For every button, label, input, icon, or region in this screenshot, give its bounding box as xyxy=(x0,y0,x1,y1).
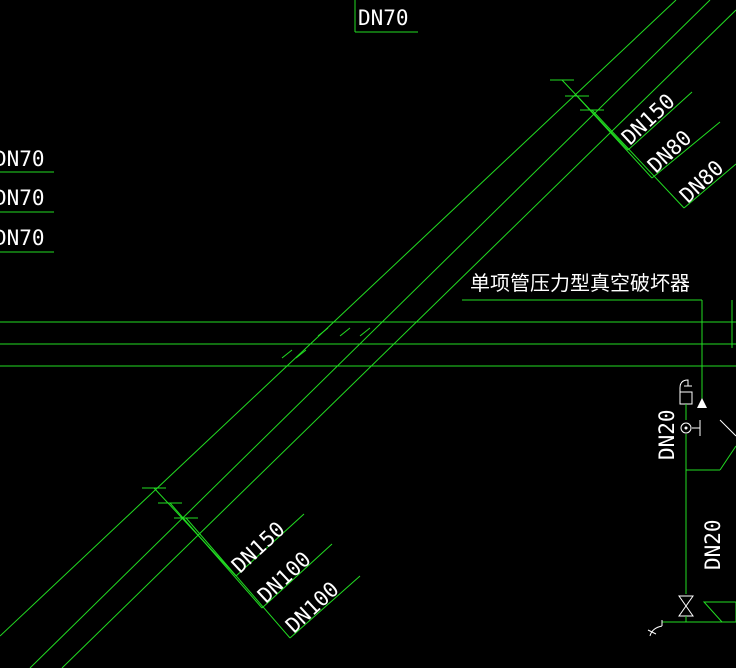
break-mark xyxy=(295,349,307,359)
riser-pipe-assembly: DN20 DN20 xyxy=(647,379,736,637)
vacuum-breaker-icon xyxy=(679,379,692,398)
leader-line xyxy=(627,91,693,151)
break-mark xyxy=(359,327,371,337)
union-fitting-dot-icon xyxy=(684,426,688,430)
vacuum-breaker-body-icon xyxy=(679,391,693,405)
left-dn-label-1: DN70 xyxy=(0,147,45,171)
arrow-head-icon xyxy=(697,398,707,408)
upper-diagonal-callout: DN150 DN80 DN80 xyxy=(550,79,736,209)
vacuum-breaker-label: 单项管压力型真空破坏器 xyxy=(470,271,690,295)
riser-upper-label: DN20 xyxy=(655,409,679,460)
leader-line xyxy=(289,575,361,639)
valve-upper-icon xyxy=(678,595,694,607)
lower-diagonal-callout: DN150 DN100 DN100 xyxy=(142,487,361,639)
diagonal-pipe-3 xyxy=(61,9,736,668)
horizontal-pipes xyxy=(0,321,736,367)
diagonal-pipe-1 xyxy=(0,0,677,637)
leader-line xyxy=(169,502,263,609)
riser-lower-label: DN20 xyxy=(701,519,725,570)
break-mark xyxy=(339,327,351,337)
valve-lower-icon xyxy=(678,605,694,617)
leader-line xyxy=(235,513,305,577)
crossing-break-marks xyxy=(281,327,371,359)
union-fitting-icon xyxy=(680,422,692,434)
leader-line xyxy=(576,95,653,179)
leader-line xyxy=(651,121,721,179)
break-mark xyxy=(281,349,293,359)
leader-line xyxy=(591,109,685,209)
faucet-icon xyxy=(647,625,663,637)
left-dn-label-3: DN70 xyxy=(0,226,45,250)
top-dn-label: DN70 xyxy=(358,6,409,30)
vacuum-breaker-callout: 单项管压力型真空破坏器 xyxy=(462,271,733,408)
leader-line xyxy=(185,517,291,639)
top-label-group: DN70 xyxy=(354,0,418,33)
branch-pipe xyxy=(719,445,736,471)
diagonal-pipe-2 xyxy=(29,0,711,668)
fitting-stub xyxy=(719,419,736,437)
break-mark xyxy=(317,327,329,337)
left-label-stack: DN70 DN70 DN70 xyxy=(0,147,54,253)
leader-line xyxy=(261,543,333,609)
leader-line xyxy=(683,163,736,209)
upper-diag-label-2: DN80 xyxy=(643,126,696,178)
left-dn-label-2: DN70 xyxy=(0,186,45,210)
drain-funnel-icon xyxy=(702,601,736,623)
upper-diag-label-3: DN80 xyxy=(675,156,728,208)
